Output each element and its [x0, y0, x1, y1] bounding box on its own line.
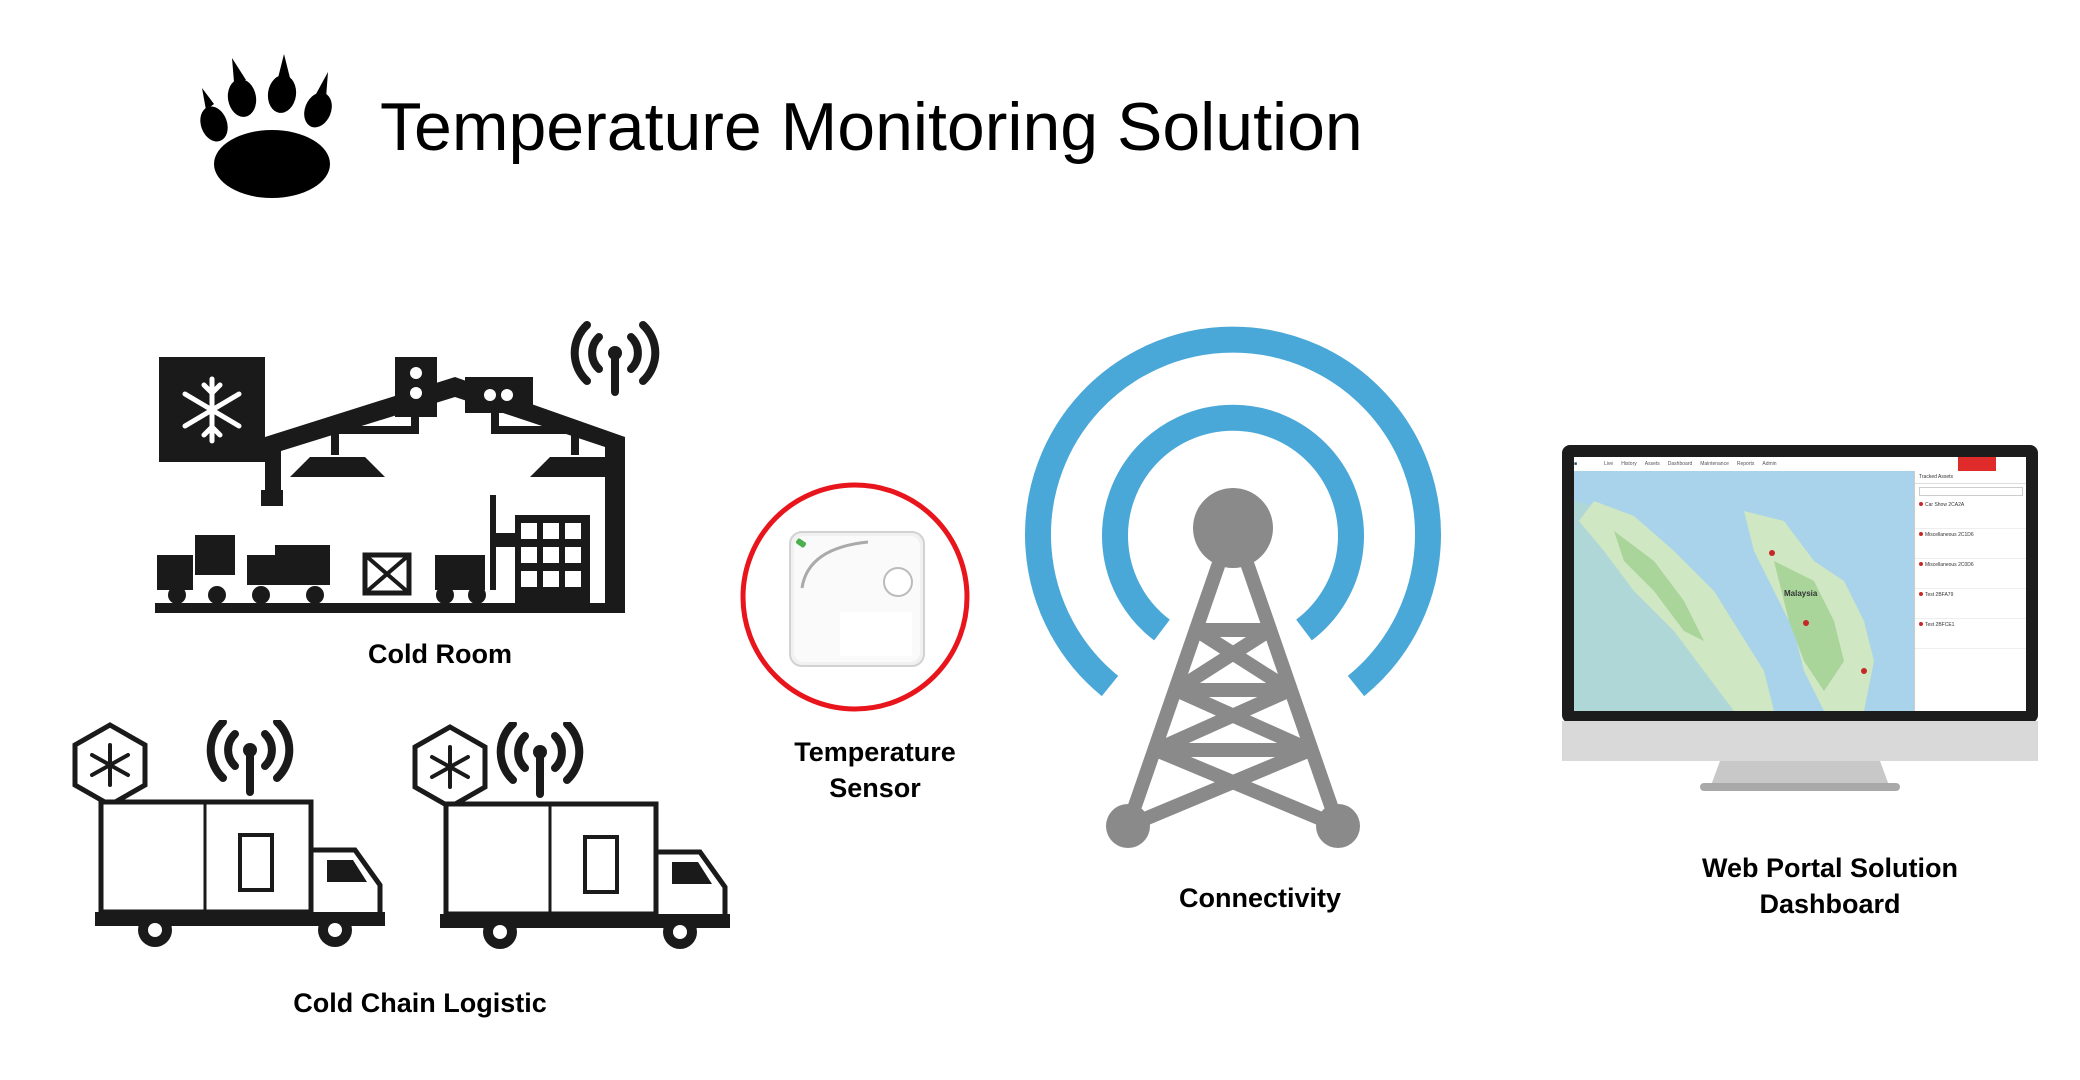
dashboard-logo: ■ — [1574, 461, 1578, 467]
snowflake-icon — [182, 376, 242, 444]
warehouse-icon — [155, 321, 660, 613]
cold-chain-label: Cold Chain Logistic — [293, 988, 547, 1018]
snowflake-icon — [430, 745, 470, 789]
wifi-signal-icon — [496, 722, 584, 798]
dashboard-alert-tab[interactable] — [1958, 457, 1996, 471]
portal-label-line2: Dashboard — [1759, 889, 1901, 919]
cold-room-label: Cold Room — [368, 639, 512, 669]
portal-label-line1: Web Portal Solution — [1702, 853, 1958, 883]
sensor-device-icon — [740, 482, 970, 712]
map-country-label: Malaysia — [1784, 589, 1818, 598]
asset-name: Test 2BFCE1 — [1925, 622, 1955, 628]
status-dot-icon — [1919, 592, 1923, 596]
dashboard-map[interactable]: Malaysia — [1574, 471, 1914, 711]
cell-tower-icon — [1025, 326, 1441, 848]
panel-search-input[interactable] — [1919, 487, 2023, 496]
paw-icon — [200, 54, 332, 198]
dashboard-nav-item[interactable]: Maintenance — [1700, 461, 1729, 467]
sensor-label-line1: Temperature — [794, 737, 956, 767]
status-dot-icon — [1919, 562, 1923, 566]
wifi-signal-icon — [206, 720, 294, 796]
list-item[interactable]: Car Show 2CA2A — [1915, 499, 2026, 529]
status-dot-icon — [1919, 532, 1923, 536]
page-title: Temperature Monitoring Solution — [380, 89, 1363, 165]
tracked-assets-panel: Tracked Assets Car Show 2CA2A Miscellaneo… — [1914, 471, 2026, 711]
dashboard-nav: ■ Live History Assets Dashboard Maintenance R… — [1574, 457, 2026, 472]
snowflake-icon — [90, 743, 130, 787]
truck-icon — [412, 722, 730, 949]
sensor-label-line2: Sensor — [829, 773, 921, 803]
monitor-icon: ■ Live History Assets Dashboard Maintenance R… — [1560, 443, 2040, 793]
list-item[interactable]: Test 2BFCE1 — [1915, 619, 2026, 649]
status-dot-icon — [1919, 502, 1923, 506]
asset-name: Test 2BFA79 — [1925, 592, 1954, 598]
dashboard-screen: ■ Live History Assets Dashboard Maintenance R… — [1574, 457, 2026, 711]
connectivity-label: Connectivity — [1178, 883, 1342, 913]
list-item[interactable]: Miscellaneous 2C1D6 — [1915, 529, 2026, 559]
list-item[interactable]: Test 2BFA79 — [1915, 589, 2026, 619]
asset-name: Car Show 2CA2A — [1925, 502, 1965, 508]
asset-name: Miscellaneous 2C0D6 — [1925, 562, 1974, 568]
dashboard-nav-item[interactable]: Dashboard — [1667, 461, 1693, 467]
dashboard-nav-item[interactable]: Reports — [1736, 461, 1755, 467]
dashboard-nav-item[interactable]: Assets — [1644, 461, 1660, 467]
panel-title: Tracked Assets — [1915, 471, 2026, 484]
dashboard-nav-item[interactable]: Admin — [1762, 461, 1777, 467]
asset-name: Miscellaneous 2C1D6 — [1925, 532, 1974, 538]
dashboard-nav-item[interactable]: History — [1621, 461, 1637, 467]
status-dot-icon — [1919, 622, 1923, 626]
dashboard-nav-item[interactable]: Live — [1604, 461, 1614, 467]
wifi-signal-icon — [570, 321, 660, 396]
truck-icon — [72, 720, 385, 947]
list-item[interactable]: Miscellaneous 2C0D6 — [1915, 559, 2026, 589]
